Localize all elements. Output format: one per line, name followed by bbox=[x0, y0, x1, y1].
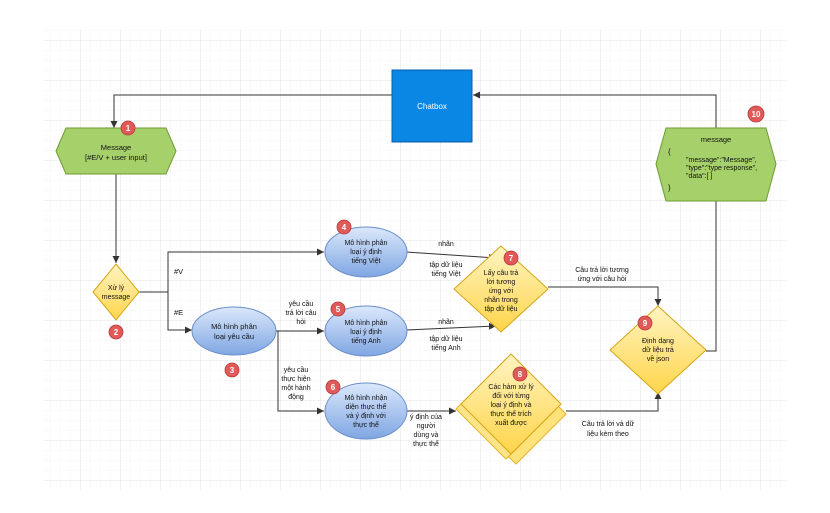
label-dataset-en-2: tiếng Anh bbox=[431, 343, 460, 352]
en-model-node: Mô hình phân loại ý định tiếng Anh bbox=[324, 305, 408, 357]
label-en-nhan: nhãn bbox=[438, 319, 454, 326]
branch-e-label: #E bbox=[174, 308, 183, 317]
vi-model-line1: Mô hình phân bbox=[345, 240, 388, 247]
message-input-line2: [#E/V + user input] bbox=[85, 153, 147, 162]
label-ask-action-2: thực hiện bbox=[281, 376, 310, 383]
json-output-line1: "message":"Message", bbox=[686, 157, 757, 164]
json-output-title: message bbox=[701, 135, 731, 144]
label-answer-match-1: Câu trả lời tương bbox=[575, 267, 629, 274]
process-message-node: Xử lý message bbox=[92, 263, 140, 321]
en-model-line3: tiếng Anh bbox=[351, 336, 380, 345]
handlers-node: Các hàm xử lý đối với từng loại ý định v… bbox=[455, 353, 567, 465]
handlers-line3: loại ý định và bbox=[491, 402, 532, 409]
json-output-line2: "type":"type response", bbox=[686, 165, 757, 172]
step-badge-6: 6 bbox=[331, 383, 336, 392]
formatter-line3: về json bbox=[647, 354, 669, 363]
connectors bbox=[110, 91, 717, 415]
process-line2: message bbox=[102, 294, 131, 301]
handlers-line1: Các hàm xử lý bbox=[488, 383, 534, 391]
step-badge-1: 1 bbox=[126, 124, 131, 133]
edge-output-chatbox bbox=[473, 91, 717, 128]
label-intent-user-1: ý định của bbox=[410, 413, 442, 421]
json-output-node: message { "message":"Message", "type":"t… bbox=[655, 127, 777, 202]
answer-lookup-line1: Lấy câu trả bbox=[484, 268, 519, 277]
vi-model-line2: loại ý định bbox=[350, 249, 382, 256]
en-model-line1: Mô hình phân bbox=[345, 320, 388, 327]
handlers-line4: thực thể trích bbox=[490, 410, 531, 418]
edge-formatter-output bbox=[706, 201, 717, 352]
step-badge-4: 4 bbox=[342, 223, 347, 232]
ner-model-node: Mô hình nhận diện thực thể và ý định với… bbox=[324, 382, 408, 440]
formatter-node: Định dạng dữ liệu trả về json bbox=[609, 305, 707, 395]
step-badge-5: 5 bbox=[336, 305, 341, 314]
answer-lookup-line3: ứng với bbox=[489, 288, 514, 295]
ner-model-line1: Mô hình nhận bbox=[345, 395, 388, 402]
intent-classifier-node: Mô hình phân loại yêu cầu bbox=[191, 306, 277, 356]
message-input-node: Message [#E/V + user input] bbox=[55, 127, 177, 175]
edge-to-vi-model bbox=[167, 248, 324, 292]
label-ask-reply-1: yêu cầu bbox=[289, 299, 314, 308]
edge-answer-formatter bbox=[548, 286, 662, 306]
process-line1: Xử lý bbox=[108, 284, 125, 292]
json-output-line3: "data":[ ] bbox=[686, 173, 712, 180]
step-badge-10: 10 bbox=[752, 110, 761, 119]
edge-en-answer bbox=[405, 322, 497, 331]
vi-model-node: Mô hình phân loại ý định tiếng Việt bbox=[324, 226, 408, 278]
classifier-line2: loại yêu cầu bbox=[214, 332, 254, 341]
step-badge-8: 8 bbox=[518, 370, 523, 379]
label-ask-action-3: một hành bbox=[281, 385, 310, 392]
label-ask-action-1: yêu cầu bbox=[284, 365, 309, 374]
branch-v-label: #V bbox=[174, 267, 183, 276]
label-vi-nhan: nhãn bbox=[438, 241, 454, 248]
edge-handlers-formatter bbox=[566, 392, 662, 412]
edge-classifier-ner bbox=[276, 330, 324, 415]
edge-to-classifier bbox=[167, 292, 192, 334]
chatbox-label: Chatbox bbox=[417, 102, 447, 111]
en-model-line2: loại ý định bbox=[350, 329, 382, 336]
step-badges: 1 2 3 4 5 6 7 8 9 10 bbox=[108, 105, 765, 395]
ner-model-line3: và ý định với bbox=[346, 413, 386, 420]
edge-vi-answer bbox=[405, 251, 497, 262]
chatbox-node: Chatbox bbox=[391, 69, 473, 143]
edge-chatbox-message bbox=[110, 94, 392, 128]
formatter-line1: Định dạng bbox=[642, 338, 674, 345]
answer-lookup-line2: lời tương bbox=[487, 279, 516, 286]
step-badge-7: 7 bbox=[509, 254, 514, 263]
label-answer-data-2: liệu kèm theo bbox=[587, 431, 629, 438]
vi-model-line3: tiếng Việt bbox=[351, 256, 380, 265]
step-badge-9: 9 bbox=[643, 319, 648, 328]
formatter-line2: dữ liệu trả bbox=[642, 347, 674, 354]
answer-lookup-node: Lấy câu trả lời tương ứng với nhãn trong… bbox=[453, 245, 549, 333]
answer-lookup-line5: tập dữ liệu bbox=[484, 306, 517, 313]
message-input-line1: Message bbox=[101, 143, 131, 152]
step-badge-3: 3 bbox=[230, 366, 235, 375]
label-ask-reply-2: trả lời câu bbox=[285, 310, 316, 317]
label-answer-data-1: Câu trả lời và dữ bbox=[582, 421, 635, 428]
edge-labels: #V #E nhãn tập dữ liệu tiếng Việt nhãn t… bbox=[174, 241, 635, 448]
json-output-open: { bbox=[668, 147, 671, 156]
answer-lookup-line4: nhãn trong bbox=[484, 297, 518, 304]
step-badge-2: 2 bbox=[114, 328, 119, 337]
label-answer-match-2: ứng với câu hỏi bbox=[578, 275, 627, 283]
classifier-line1: Mô hình phân bbox=[211, 322, 257, 331]
label-dataset-en-1: tập dữ liệu bbox=[429, 336, 462, 343]
label-intent-user-2: người bbox=[417, 423, 436, 430]
label-dataset-vi-1: tập dữ liệu bbox=[429, 262, 462, 269]
handlers-line5: xuất được bbox=[495, 418, 527, 427]
label-intent-user-4: thực thể bbox=[413, 440, 439, 448]
json-output-close: } bbox=[668, 183, 671, 192]
handlers-line2: đối với từng bbox=[492, 391, 529, 400]
label-ask-reply-3: hỏi bbox=[296, 318, 306, 326]
label-ask-action-4: động bbox=[288, 394, 304, 401]
ner-model-line2: diện thực thể bbox=[346, 403, 387, 411]
label-dataset-vi-2: tiếng Việt bbox=[431, 269, 460, 278]
ner-model-line4: thực thể bbox=[353, 421, 379, 429]
label-intent-user-3: dùng và bbox=[414, 432, 439, 439]
